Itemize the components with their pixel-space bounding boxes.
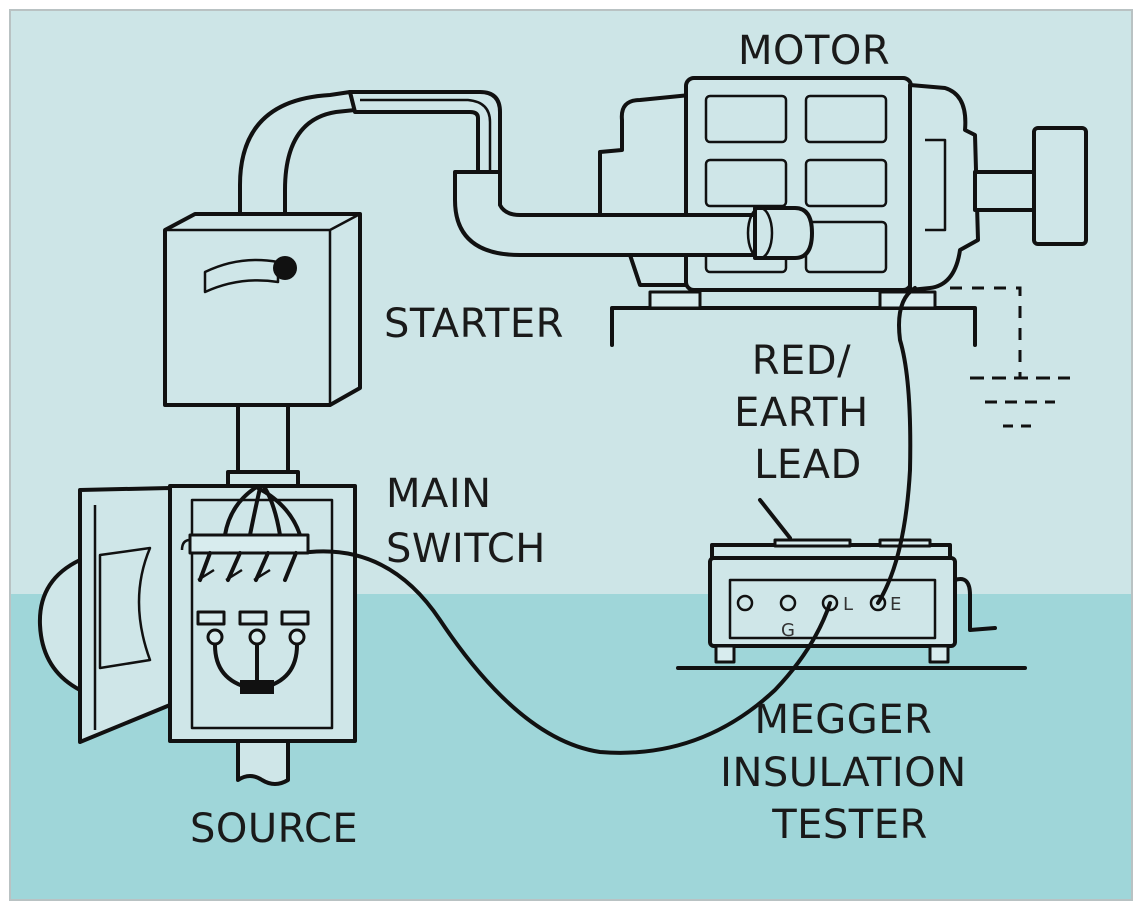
terminal-label-l: L bbox=[843, 594, 853, 615]
starter-box bbox=[163, 212, 362, 407]
line-lead bbox=[308, 549, 832, 755]
main-switch bbox=[37, 484, 357, 744]
terminal-label-e: E bbox=[890, 594, 901, 615]
label-source: SOURCE bbox=[190, 806, 358, 852]
motor bbox=[598, 76, 1088, 347]
terminal-g-left bbox=[736, 594, 754, 612]
motor-shaft bbox=[973, 170, 1039, 212]
terminal-g bbox=[779, 594, 797, 612]
label-megger-insulation-tester: MEGGER INSULATION TESTER bbox=[720, 697, 980, 848]
terminal-label-g: G bbox=[781, 620, 795, 641]
main-switch-handle bbox=[37, 558, 82, 692]
terminal-e bbox=[869, 594, 887, 612]
megger-body bbox=[708, 556, 957, 648]
ground-symbol bbox=[950, 286, 1070, 428]
conduit-starter-to-switch bbox=[226, 403, 300, 488]
main-switch-door bbox=[78, 486, 172, 744]
starter bbox=[163, 212, 362, 407]
label-starter: STARTER bbox=[384, 301, 564, 347]
label-main-switch: MAIN SWITCH bbox=[386, 471, 546, 572]
starter-knob bbox=[273, 256, 297, 280]
conduit-starter-to-motor bbox=[238, 90, 814, 260]
motor-base bbox=[610, 306, 977, 347]
label-red-earth-lead: RED/ EARTH LEAD bbox=[734, 338, 882, 488]
source-conduit bbox=[236, 739, 290, 786]
red-earth-lead bbox=[876, 286, 917, 605]
frame-border bbox=[9, 9, 1133, 901]
label-motor: MOTOR bbox=[738, 28, 890, 74]
starter-window bbox=[203, 258, 280, 294]
terminal-l bbox=[821, 594, 839, 612]
motor-coupling bbox=[1032, 126, 1088, 246]
megger-tester: G L E bbox=[676, 498, 1027, 670]
